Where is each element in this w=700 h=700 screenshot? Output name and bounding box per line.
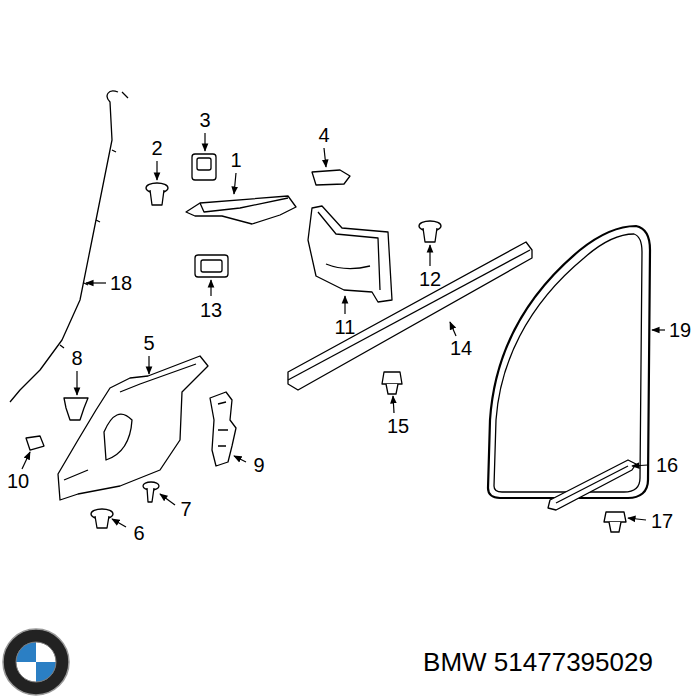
sill-plate [548, 460, 636, 510]
leader-line [76, 371, 77, 395]
callout-number: 8 [71, 348, 82, 368]
leader-line [204, 133, 205, 151]
callout-number: 10 [7, 471, 29, 491]
callout-number: 16 [656, 455, 678, 475]
leader-line [86, 282, 106, 283]
callout-number: 4 [318, 125, 329, 145]
callout-number: 7 [180, 499, 191, 519]
clip [604, 512, 626, 532]
callout-number: 9 [253, 455, 264, 475]
callout-number: 5 [143, 333, 154, 353]
door-seal [488, 226, 650, 498]
bracket [210, 392, 236, 466]
pillar-trim [186, 196, 296, 224]
pillar-trim [200, 198, 288, 212]
callout-number: 3 [199, 110, 210, 130]
leader-line [156, 161, 157, 180]
pillar-trim [58, 356, 208, 500]
wiring-harness [10, 91, 118, 402]
sill-trim [288, 250, 530, 380]
clip [419, 221, 441, 242]
screw [143, 482, 159, 502]
leader-line [393, 396, 394, 413]
pillar-trim [318, 212, 380, 290]
pillar-trim [308, 206, 392, 302]
part-number: BMW 51477395029 [423, 649, 653, 675]
callout-number: 17 [651, 511, 673, 531]
callout-number: 11 [335, 317, 356, 337]
leader-line [632, 465, 648, 466]
door-seal [494, 234, 642, 492]
leader-line [234, 456, 246, 462]
clip [195, 255, 228, 277]
wiring-harness [60, 92, 128, 348]
leader-line [652, 329, 665, 330]
bracket [218, 402, 228, 446]
clip [26, 436, 44, 450]
leader-line [160, 494, 175, 505]
clip [192, 154, 216, 180]
sill-trim [288, 242, 532, 390]
leader-line [450, 322, 456, 336]
clip [146, 183, 168, 205]
sill-plate [556, 466, 628, 503]
callout-number: 18 [110, 273, 132, 293]
bracket [312, 170, 350, 185]
leader-line [210, 280, 211, 296]
callout-number: 19 [669, 320, 691, 340]
leader-line [429, 245, 430, 266]
leader-line [112, 519, 126, 527]
callout-number: 15 [387, 416, 409, 436]
leader-line [344, 296, 345, 314]
clip [382, 372, 402, 394]
brand-logo [3, 629, 69, 695]
leader-line [148, 356, 149, 374]
leader-line [22, 452, 30, 469]
clip [64, 398, 88, 420]
callout-number: 6 [133, 523, 144, 543]
callout-number: 2 [151, 138, 162, 158]
leader-line [324, 148, 326, 167]
callout-number: 12 [419, 269, 441, 289]
leader-line [628, 518, 646, 520]
pillar-trim [64, 364, 196, 480]
clip [91, 509, 113, 528]
callout-number: 13 [200, 300, 222, 320]
callout-number: 14 [450, 338, 472, 358]
callout-number: 1 [230, 150, 241, 170]
leader-line [234, 173, 236, 194]
